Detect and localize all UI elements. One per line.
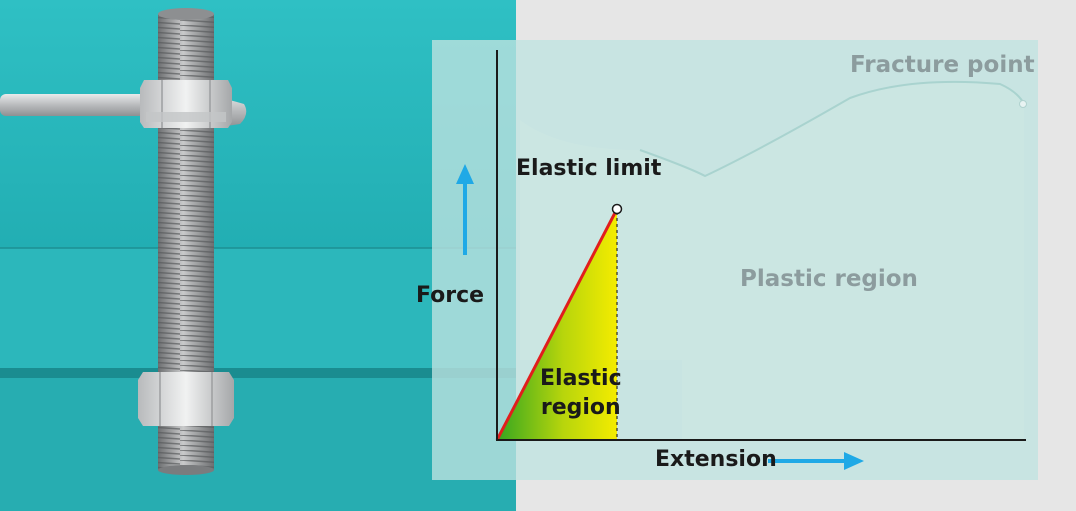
elastic-region-label-line2: region <box>540 395 621 420</box>
plastic-region-label: Plastic region <box>740 266 918 292</box>
right-arrow-icon <box>768 452 864 470</box>
plastic-curve-silhouette <box>520 81 1024 440</box>
extension-axis-label: Extension <box>655 447 777 472</box>
elastic-region-label: Elastic region <box>540 364 622 422</box>
fracture-point-label: Fracture point <box>850 52 1035 78</box>
fracture-point-marker <box>1019 100 1027 108</box>
elastic-line <box>495 208 619 441</box>
bottom-hex-nut-icon <box>138 372 234 426</box>
up-arrow-icon <box>456 164 474 255</box>
elastic-limit-label: Elastic limit <box>516 156 662 181</box>
elastic-limit-marker <box>611 203 623 215</box>
plastic-curve-line <box>639 80 1025 178</box>
teal-plate-middle <box>0 248 516 368</box>
teal-plate-top <box>0 0 516 248</box>
plate-gap-shadow <box>0 368 516 378</box>
elastic-region-label-line1: Elastic <box>540 366 622 391</box>
teal-plate-bottom <box>0 378 516 511</box>
force-axis-label: Force <box>416 283 485 308</box>
hex-nut-icon <box>140 80 232 128</box>
